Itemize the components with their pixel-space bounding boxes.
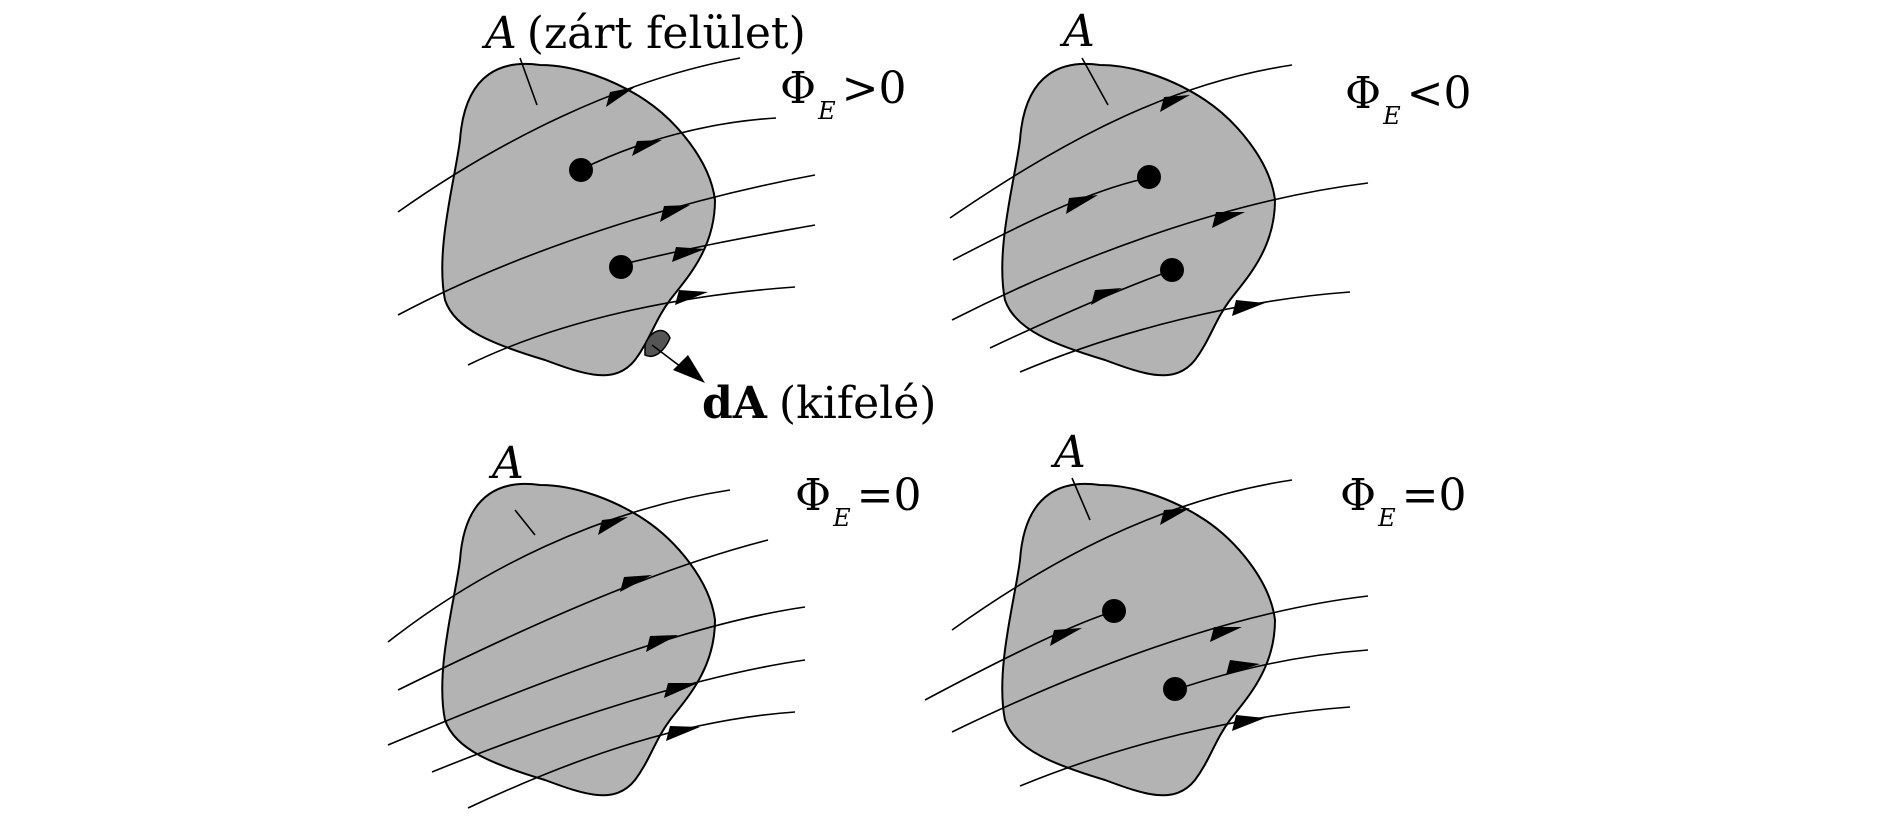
surface-label: A xyxy=(1059,6,1095,57)
flux-label: ΦE=0 xyxy=(1340,470,1466,532)
panel-zero-flux-no-charge: A ΦE=0 xyxy=(387,438,921,809)
charge-dot xyxy=(609,255,633,279)
surface-leader-line xyxy=(519,57,538,106)
surface-leader-line xyxy=(1071,477,1091,521)
field-line-arrows xyxy=(598,517,700,741)
field-line-arrows xyxy=(1050,508,1265,731)
area-element-patch xyxy=(644,329,671,357)
surface-label: A xyxy=(488,438,524,489)
field-lines xyxy=(397,57,816,366)
flux-label: ΦE<0 xyxy=(1345,68,1471,130)
panel-negative-flux: A ΦE<0 xyxy=(949,6,1471,377)
surface-leader-line xyxy=(1081,57,1109,106)
charge-dot xyxy=(569,158,593,182)
flux-label: ΦE=0 xyxy=(795,470,921,532)
charge-dot xyxy=(1102,599,1126,623)
field-lines xyxy=(924,479,1369,787)
field-lines xyxy=(949,64,1369,373)
charge-dot xyxy=(1163,677,1187,701)
field-line-arrows xyxy=(606,87,708,305)
area-element-label: dA(kifelé) xyxy=(702,378,936,429)
charge-dot xyxy=(1160,258,1184,282)
panel-positive-flux: A(zárt felület) ΦE>0 dA(kifelé) xyxy=(397,8,936,429)
area-element-arrow xyxy=(673,355,705,383)
surface-leader-line xyxy=(514,509,536,536)
surface-label: A xyxy=(1050,427,1086,478)
closed-surface xyxy=(441,482,716,797)
surface-label: A(zárt felület) xyxy=(481,8,806,59)
field-line-arrows xyxy=(1066,95,1265,316)
field-lines xyxy=(387,489,806,809)
charge-dot xyxy=(1137,165,1161,189)
panel-zero-flux-dipole: A ΦE=0 xyxy=(924,427,1466,797)
closed-surface xyxy=(441,62,716,377)
flux-label: ΦE>0 xyxy=(780,63,906,125)
